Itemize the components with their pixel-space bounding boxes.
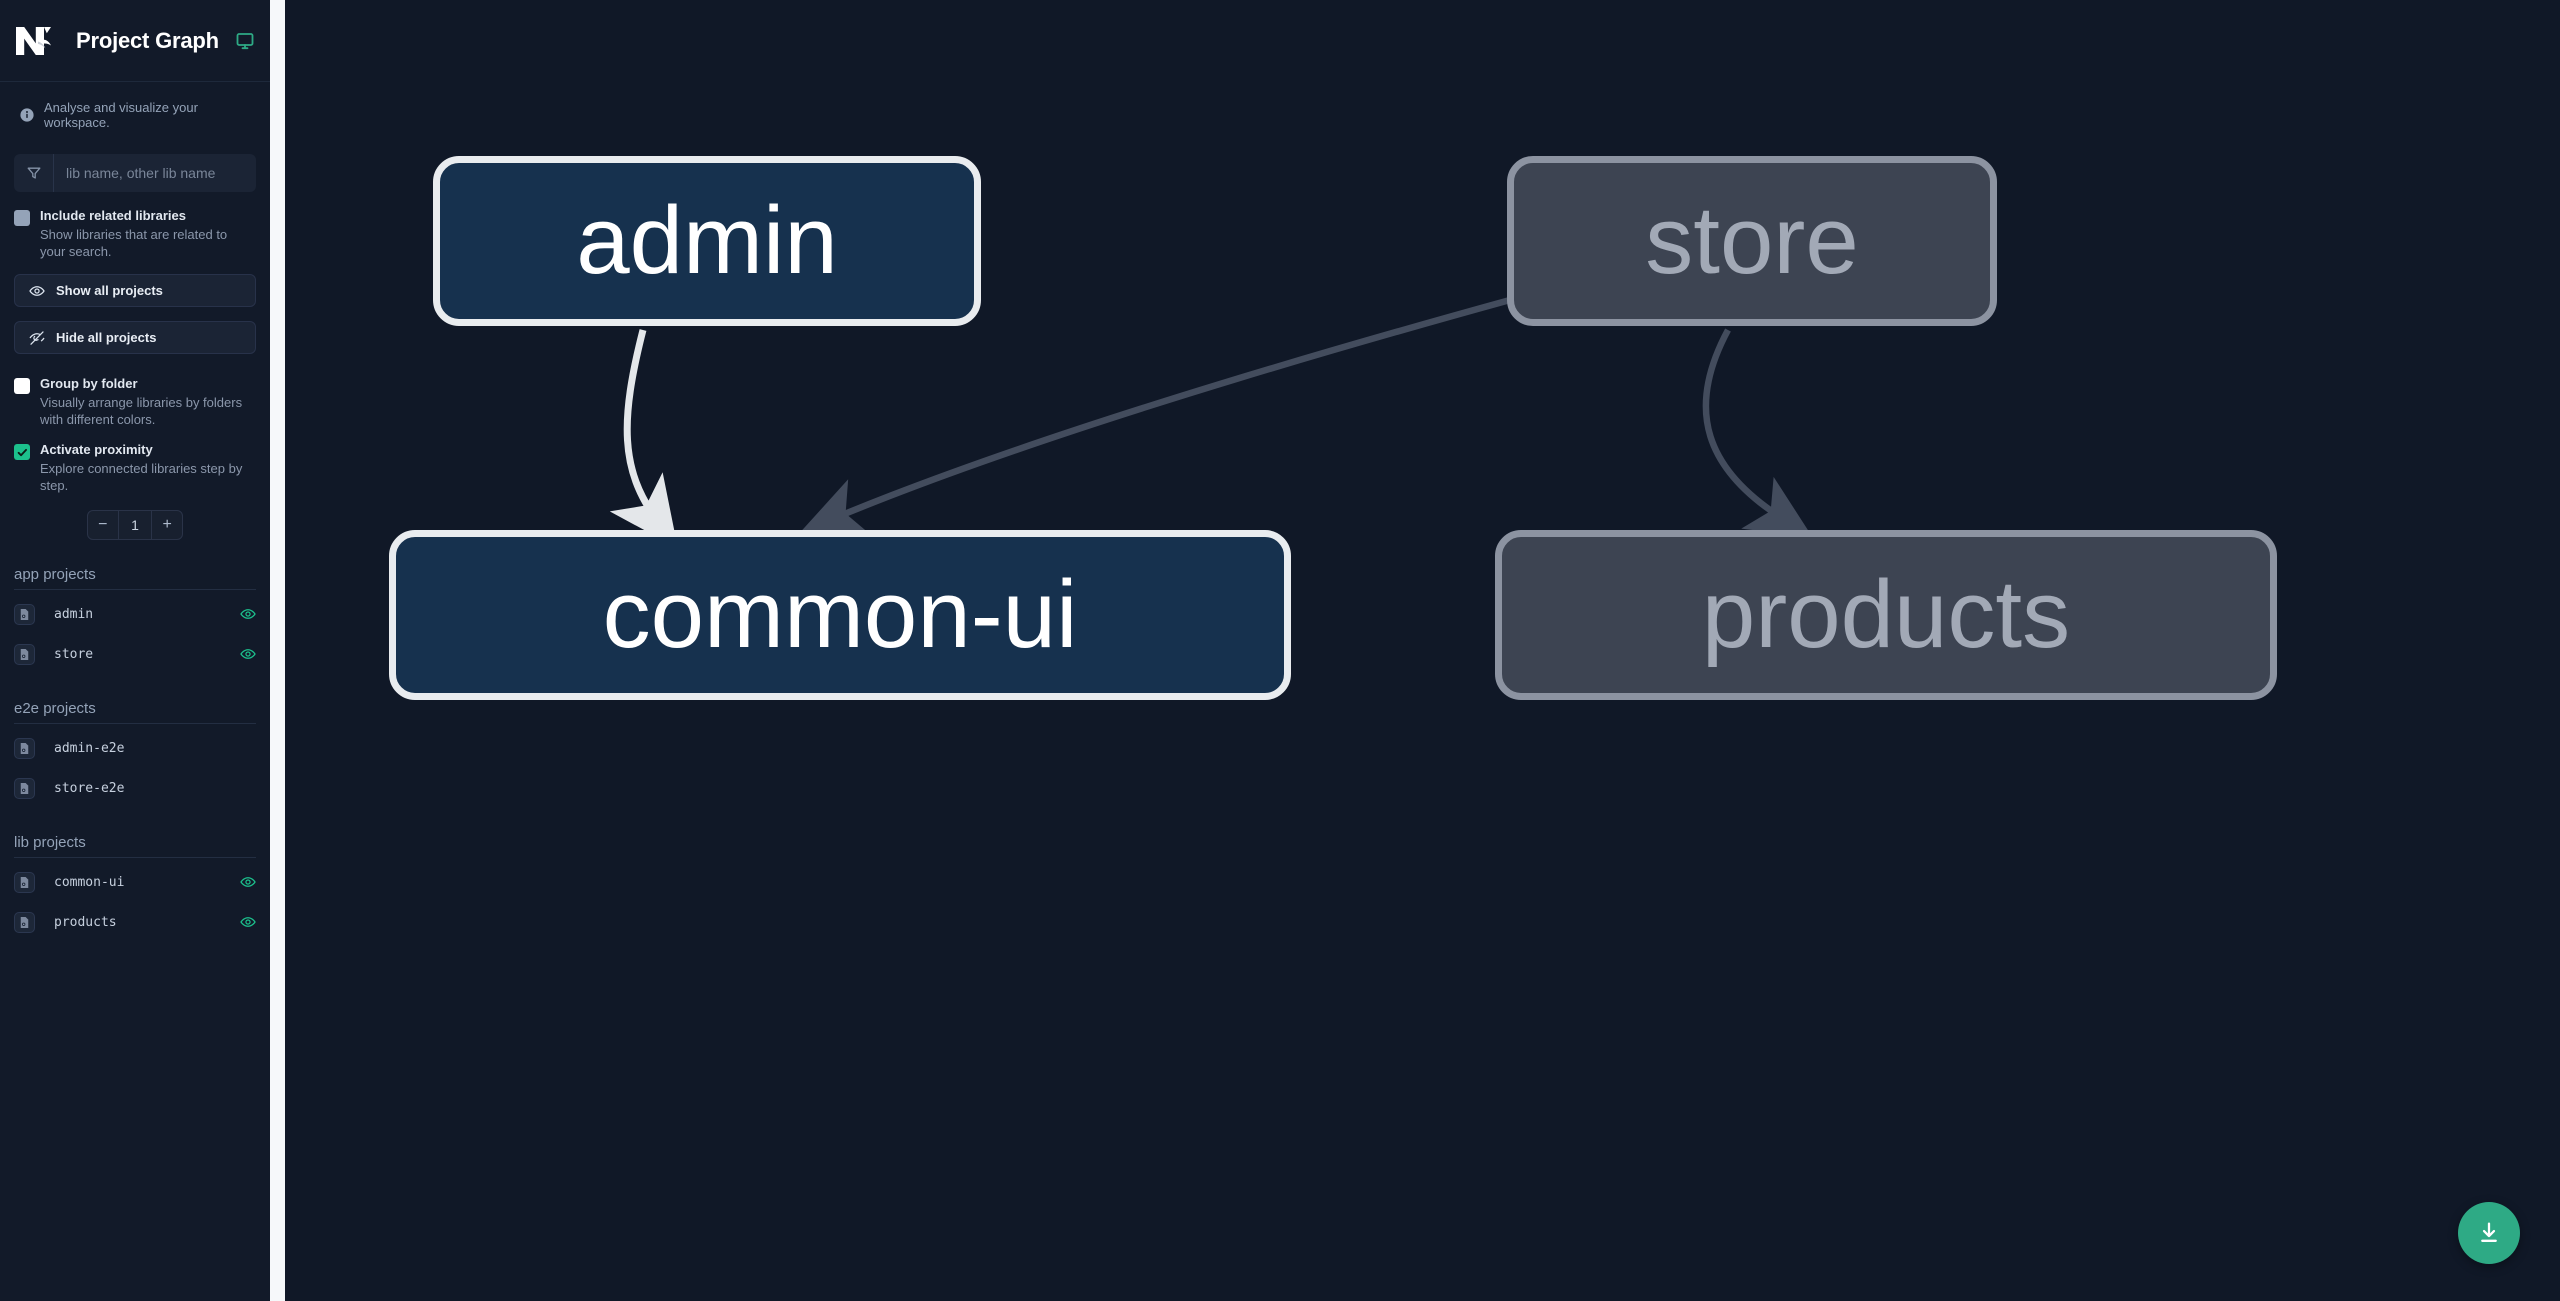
divider	[14, 857, 256, 858]
proximity-stepper[interactable]: − 1 +	[87, 510, 183, 540]
graph-node-products[interactable]: products	[1495, 530, 2277, 700]
sidebar-resize-divider[interactable]	[270, 0, 285, 1301]
project-name: common-ui	[54, 874, 125, 890]
project-group-app: app projects admin	[0, 566, 270, 674]
project-row-store-e2e[interactable]: store-e2e	[0, 768, 270, 808]
checkbox-activate-proximity[interactable]	[14, 444, 30, 460]
graph-edges	[609, 296, 1813, 549]
project-row-admin-e2e[interactable]: admin-e2e	[0, 728, 270, 768]
nx-logo-icon	[14, 21, 60, 61]
graph-node-label: admin	[576, 187, 838, 294]
graph-node-common-ui[interactable]: common-ui	[389, 530, 1291, 700]
project-name: store	[54, 646, 94, 662]
project-row-store[interactable]: store	[0, 634, 270, 674]
option-include-related-libraries[interactable]: Include related libraries Show libraries…	[0, 192, 270, 260]
project-file-icon	[14, 911, 35, 933]
eye-icon	[29, 283, 45, 299]
project-group-lib: lib projects common-ui	[0, 834, 270, 942]
project-name: store-e2e	[54, 780, 125, 796]
group-label: e2e projects	[14, 700, 96, 717]
graph-node-admin[interactable]: admin	[433, 156, 981, 326]
project-file-icon	[14, 871, 35, 893]
project-name: admin	[54, 606, 94, 622]
graph-node-label: common-ui	[602, 561, 1078, 668]
monitor-icon[interactable]	[235, 31, 255, 51]
option-group-by-folder[interactable]: Group by folder Visually arrange librari…	[0, 354, 270, 428]
download-icon	[2476, 1220, 2502, 1246]
graph-node-store[interactable]: store	[1507, 156, 1997, 326]
page-title: Project Graph	[76, 27, 219, 53]
option-description: Explore connected libraries step by step…	[40, 461, 243, 493]
project-file-icon	[14, 643, 35, 665]
tagline-text: Analyse and visualize your workspace.	[44, 100, 198, 130]
project-row-products[interactable]: products	[0, 902, 270, 942]
project-row-common-ui[interactable]: common-ui	[0, 862, 270, 902]
eye-visible-icon[interactable]	[240, 874, 256, 890]
checkbox-group-by-folder[interactable]	[14, 378, 30, 394]
eye-visible-icon[interactable]	[240, 606, 256, 622]
info-circle-icon	[20, 108, 34, 122]
project-row-admin[interactable]: admin	[0, 594, 270, 634]
show-all-projects-button[interactable]: Show all projects	[14, 274, 256, 307]
checkbox-include-related-libraries[interactable]	[14, 210, 30, 226]
download-graph-button[interactable]	[2458, 1202, 2520, 1264]
graph-node-label: store	[1645, 187, 1859, 294]
option-description: Show libraries that are related to your …	[40, 227, 228, 259]
project-name: products	[54, 914, 117, 930]
project-name: admin-e2e	[54, 740, 125, 756]
eye-visible-icon[interactable]	[240, 646, 256, 662]
search-input[interactable]	[54, 154, 256, 192]
hide-all-projects-button[interactable]: Hide all projects	[14, 321, 256, 354]
sidebar: Project Graph Analyse and visualize your…	[0, 0, 270, 1301]
option-activate-proximity[interactable]: Activate proximity Explore connected lib…	[0, 428, 270, 494]
project-file-icon	[14, 603, 35, 625]
option-title: Group by folder	[40, 376, 138, 391]
tagline: Analyse and visualize your workspace.	[0, 82, 270, 144]
show-all-projects-label: Show all projects	[56, 283, 163, 298]
proximity-value: 1	[117, 511, 153, 539]
project-group-e2e: e2e projects admin-e2e	[0, 700, 270, 808]
graph-canvas[interactable]: admin store common-ui products	[285, 0, 2560, 1301]
eye-off-icon	[29, 330, 45, 346]
group-label: lib projects	[14, 834, 86, 851]
option-title: Include related libraries	[40, 208, 186, 223]
edge-store-to-common-ui	[800, 296, 1511, 536]
funnel-filter-icon	[14, 154, 54, 192]
option-description: Visually arrange libraries by folders wi…	[40, 395, 243, 427]
project-file-icon	[14, 777, 35, 799]
graph-node-label: products	[1701, 561, 2071, 668]
project-file-icon	[14, 737, 35, 759]
edge-admin-to-common-ui	[609, 329, 678, 549]
eye-visible-icon[interactable]	[240, 914, 256, 930]
divider	[14, 589, 256, 590]
option-title: Activate proximity	[40, 442, 153, 457]
proximity-increment-button[interactable]: +	[162, 516, 172, 533]
sidebar-header: Project Graph	[0, 0, 270, 82]
hide-all-projects-label: Hide all projects	[56, 330, 157, 345]
search-bar[interactable]	[14, 154, 256, 192]
divider	[14, 723, 256, 724]
edge-store-to-products	[1702, 328, 1813, 538]
proximity-decrement-button[interactable]: −	[98, 516, 108, 533]
group-label: app projects	[14, 566, 96, 583]
